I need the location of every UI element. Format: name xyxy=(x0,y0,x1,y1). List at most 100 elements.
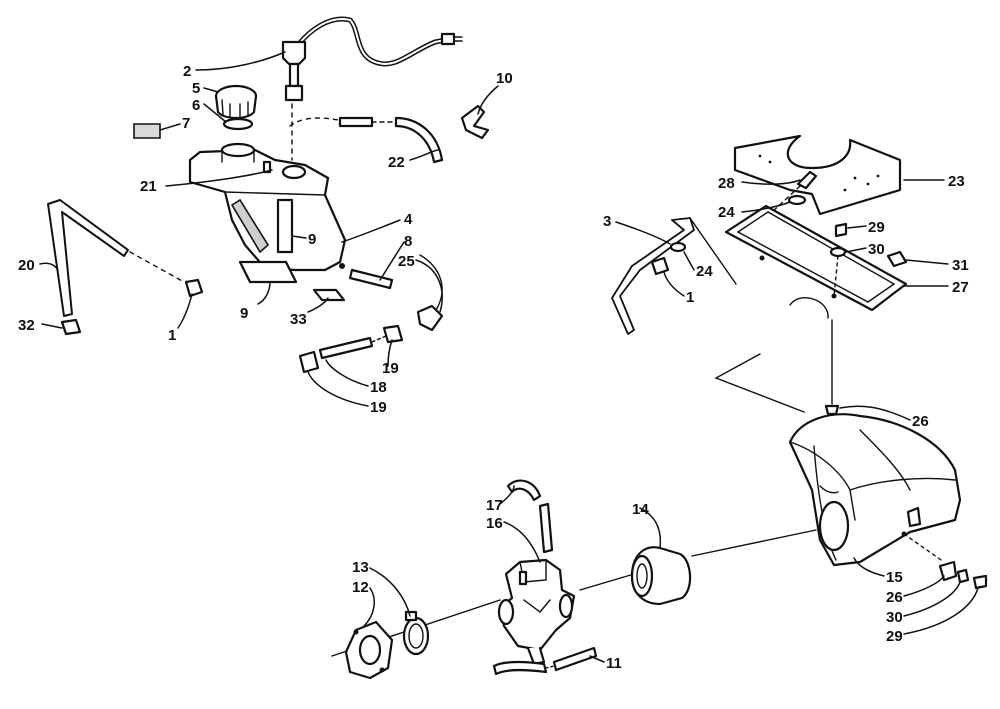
callout-8: 8 xyxy=(404,233,412,250)
sight-strip xyxy=(276,198,294,254)
callout-13: 13 xyxy=(352,559,369,576)
flange-hole xyxy=(353,629,359,635)
vent-hose-path xyxy=(289,117,339,127)
callout-29a: 29 xyxy=(868,219,885,236)
sender-opening xyxy=(281,164,307,180)
leader-5 xyxy=(203,87,219,93)
cap-rib xyxy=(221,99,224,115)
callout-11: 11 xyxy=(606,655,622,672)
leader-7 xyxy=(159,123,181,131)
screw-small xyxy=(834,222,848,238)
filler-neck-side xyxy=(221,149,255,163)
tank-shadow xyxy=(230,198,270,254)
callout-3: 3 xyxy=(603,213,611,230)
leader-12 xyxy=(363,587,376,627)
leader-22 xyxy=(409,149,439,161)
leader-13 xyxy=(369,567,411,617)
callout-24b: 24 xyxy=(696,263,713,280)
leader-1a xyxy=(177,293,193,329)
lock-nut xyxy=(184,278,204,298)
washer-lower xyxy=(669,241,687,253)
callout-4: 4 xyxy=(404,211,413,228)
carb-screw xyxy=(518,570,528,586)
screw xyxy=(796,170,818,190)
callout-9b: 9 xyxy=(240,305,248,322)
foam-filter xyxy=(733,134,902,216)
fuel-tank-group xyxy=(47,16,490,374)
flange-bore xyxy=(358,634,382,666)
alignment-line xyxy=(714,353,805,413)
callout-21: 21 xyxy=(140,178,157,195)
wing-nut xyxy=(460,104,490,140)
filter-tray-inner xyxy=(736,211,896,303)
callout-24a: 24 xyxy=(718,204,735,221)
callout-19b: 19 xyxy=(370,399,387,416)
rod-axis xyxy=(129,251,185,283)
leader-9b xyxy=(257,281,271,305)
leader-4 xyxy=(341,219,401,243)
callout-19a: 19 xyxy=(382,360,399,377)
leader-3 xyxy=(615,221,671,245)
leader-24a xyxy=(741,201,791,213)
tray-hole xyxy=(759,255,765,261)
callout-28: 28 xyxy=(718,175,735,192)
leader-15 xyxy=(853,557,885,577)
leader-26a xyxy=(839,405,911,421)
callout-10: 10 xyxy=(496,70,513,87)
carburetor xyxy=(498,558,576,652)
carb-detail xyxy=(523,599,551,613)
sender-stem xyxy=(288,62,300,88)
callout-15: 15 xyxy=(886,569,903,586)
tank-support-rod xyxy=(47,199,129,317)
leader-2 xyxy=(195,51,286,71)
leader-32 xyxy=(41,323,63,329)
callout-26a: 26 xyxy=(912,413,929,430)
filter-texture xyxy=(758,154,880,192)
leader-10 xyxy=(477,85,499,115)
leader-31 xyxy=(905,259,949,265)
callout-17: 17 xyxy=(486,497,503,514)
callout-33: 33 xyxy=(290,311,307,328)
leader-33 xyxy=(307,297,329,313)
wire-connector xyxy=(440,32,456,46)
callout-30a: 30 xyxy=(868,241,885,258)
carb-inlet xyxy=(497,598,515,626)
carburetor-group xyxy=(331,479,817,680)
callout-18: 18 xyxy=(370,379,387,396)
filter-tray xyxy=(724,204,908,312)
mount-axis xyxy=(903,533,945,563)
silencer-intake xyxy=(818,500,850,552)
boot-mouth xyxy=(630,554,654,598)
drain-hose xyxy=(492,660,548,676)
callout-1b: 1 xyxy=(686,289,694,306)
screw-axis xyxy=(769,185,801,215)
callout-31: 31 xyxy=(952,257,969,274)
fuel-gauge-sender xyxy=(281,40,307,66)
callout-30b: 30 xyxy=(886,609,903,626)
tray-hole xyxy=(831,293,837,299)
cap-gasket xyxy=(222,117,254,131)
tank-pad-small xyxy=(312,288,346,302)
filler-neck xyxy=(220,142,256,158)
leader-6 xyxy=(203,103,227,123)
air-silencer-group xyxy=(611,134,988,590)
leader-20 xyxy=(39,262,59,271)
gauge-wire-inner xyxy=(297,18,446,65)
tank-pad xyxy=(238,260,298,284)
callout-5: 5 xyxy=(192,80,200,97)
leader-18 xyxy=(325,359,369,387)
leader-14 xyxy=(639,507,662,549)
carb-hose-vertical xyxy=(538,502,554,554)
callout-12: 12 xyxy=(352,579,369,596)
callout-27: 27 xyxy=(952,279,969,296)
leader-29b xyxy=(903,587,979,635)
callout-9a: 9 xyxy=(308,231,316,248)
air-silencer-box xyxy=(788,413,962,567)
leader-30a xyxy=(845,247,867,253)
leader-16 xyxy=(503,521,541,563)
silencer-screw xyxy=(824,404,840,416)
carb-clamp-screw xyxy=(404,610,418,622)
silencer-edge xyxy=(849,477,956,491)
leader-1b xyxy=(663,271,685,297)
